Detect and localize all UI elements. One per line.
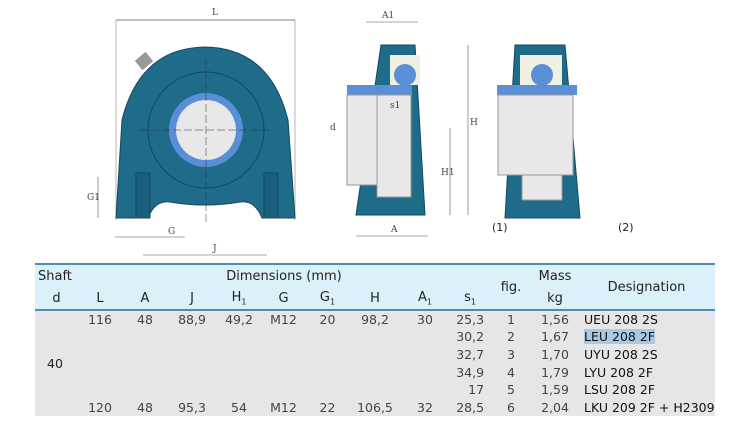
cell-fig: 1 xyxy=(507,312,515,327)
cell-fig: 5 xyxy=(507,382,515,398)
svg-text:J: J xyxy=(212,244,217,254)
bearing-drawings: L G1 G J A1 s1 d H H1 A xyxy=(87,8,581,256)
cell-G1: 20 xyxy=(319,312,336,327)
cell-designation: LSU 208 2F xyxy=(584,382,656,398)
header-H: H xyxy=(370,290,380,306)
header-dimensions: Dimensions (mm) xyxy=(226,268,342,284)
table-row: 120 48 95,3 54 M12 22 106,5 32 28,5 6 2,… xyxy=(35,398,716,417)
cell-fig: 4 xyxy=(507,364,515,380)
cell-mass: 1,59 xyxy=(541,382,569,398)
cell-mass: 1,79 xyxy=(541,364,569,380)
dimensions-table: Shaft Dimensions (mm) fig. Mass Designat… xyxy=(35,263,716,417)
header-G: G xyxy=(278,290,289,306)
cell-G: M12 xyxy=(270,312,297,327)
svg-text:G1: G1 xyxy=(87,193,100,203)
cell-A1: 32 xyxy=(417,400,433,416)
header-mass: Mass xyxy=(538,268,572,284)
cell-designation: UYU 208 2S xyxy=(584,347,658,363)
figure-label-1: (1) xyxy=(492,221,508,234)
cell-fig: 3 xyxy=(507,347,515,363)
cell-mass: 1,70 xyxy=(541,347,569,363)
figure-label-2: (2) xyxy=(618,221,634,234)
cell-A1: 30 xyxy=(417,312,433,327)
header-A1: A1 xyxy=(418,289,432,307)
cell-A: 48 xyxy=(137,312,153,327)
cell-mass: 2,04 xyxy=(541,400,569,416)
header-shaft: Shaft xyxy=(38,268,72,284)
svg-text:s1: s1 xyxy=(390,101,400,111)
header-s1: s1 xyxy=(464,289,476,307)
cell-s1: 34,9 xyxy=(456,364,485,380)
cell-L: 116 xyxy=(88,312,112,327)
cell-designation: LYU 208 2F xyxy=(584,364,654,380)
side-view-drawing-1: A1 s1 d H H1 A xyxy=(330,11,478,237)
header-G1: G1 xyxy=(319,289,336,307)
cell-H1: 54 xyxy=(231,400,247,416)
cell-H: 98,2 xyxy=(361,312,389,327)
header-A: A xyxy=(140,290,150,306)
header-designation: Designation xyxy=(607,279,686,295)
cell-H: 106,5 xyxy=(357,400,393,416)
cell-J: 95,3 xyxy=(178,400,206,416)
svg-text:d: d xyxy=(330,123,336,133)
table-row: 32,7 3 1,70 UYU 208 2S xyxy=(35,345,716,364)
svg-text:G: G xyxy=(168,227,175,237)
cell-H1: 49,2 xyxy=(225,312,253,327)
header-kg: kg xyxy=(547,290,563,306)
cell-G: M12 xyxy=(270,400,297,416)
cell-mass: 1,67 xyxy=(541,329,569,345)
shaft-d-cell: 40 xyxy=(47,356,63,372)
header-H1: H1 xyxy=(231,289,247,307)
highlighted-designation[interactable]: LEU 208 2F xyxy=(584,329,655,345)
header-d: d xyxy=(52,290,61,306)
cell-L: 120 xyxy=(88,400,112,416)
table-row: 40 116 48 88,9 49,2 M12 20 98,2 30 25,3 … xyxy=(35,310,716,371)
cell-s1: 30,2 xyxy=(456,329,485,345)
cell-A: 48 xyxy=(137,400,153,416)
header-L: L xyxy=(96,290,104,306)
cell-mass: 1,56 xyxy=(541,312,569,327)
cell-s1: 28,5 xyxy=(456,400,485,416)
table-row: 30,2 2 1,67 LEU 208 2F xyxy=(35,328,716,346)
svg-text:A: A xyxy=(390,225,398,235)
header-J: J xyxy=(190,290,194,306)
cell-designation: LKU 209 2F + H2309 xyxy=(584,400,715,416)
svg-text:A1: A1 xyxy=(381,11,394,21)
svg-text:L: L xyxy=(212,8,218,18)
cell-s1: 32,7 xyxy=(456,347,485,363)
cell-J: 88,9 xyxy=(178,312,206,327)
side-view-drawing-2 xyxy=(497,44,581,219)
header-fig: fig. xyxy=(500,279,522,295)
cell-s1: 25,3 xyxy=(456,312,485,327)
table-row: 34,9 4 1,79 LYU 208 2F xyxy=(35,363,716,382)
cell-G1: 22 xyxy=(319,400,336,416)
svg-text:H1: H1 xyxy=(441,168,455,178)
table-row: 17 5 1,59 LSU 208 2F xyxy=(35,381,716,399)
cell-s1: 17 xyxy=(468,382,485,398)
cell-fig: 6 xyxy=(507,400,515,416)
cell-designation-highlighted[interactable]: LEU 208 2F xyxy=(578,328,715,346)
cell-designation: UEU 208 2S xyxy=(584,312,658,327)
cell-fig: 2 xyxy=(507,329,515,345)
svg-text:H: H xyxy=(470,118,478,128)
front-view-drawing: L G1 G J xyxy=(87,8,296,256)
